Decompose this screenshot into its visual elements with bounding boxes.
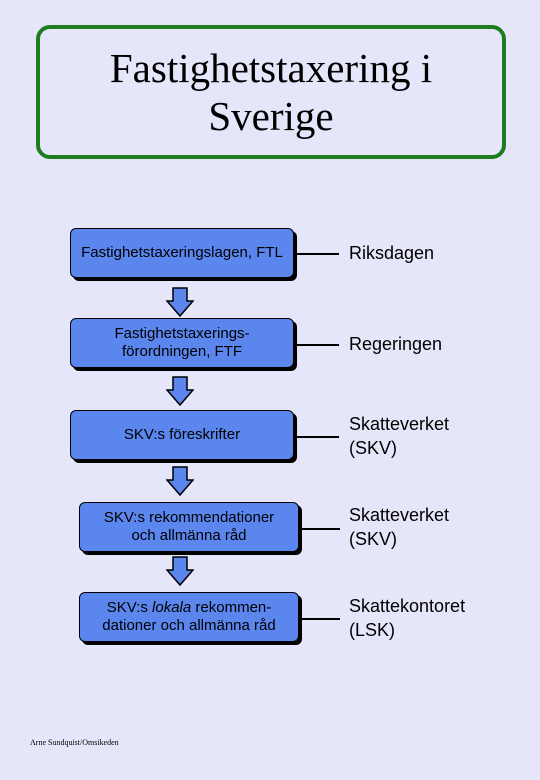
box-rekommendationer-line-1: SKV:s rekommendationer [103,509,275,526]
box-rekommendationer: SKV:s rekommendationer och allmänna råd [79,502,299,552]
authority-skatteverket-1: Skatteverket (SKV) [349,412,449,460]
title-line-1: Fastighetstaxering i [109,45,433,91]
authority-skatteverket-2: Skatteverket (SKV) [349,503,449,551]
down-arrow-icon [166,556,194,586]
authority-skattekontoret-line-2: (LSK) [349,620,396,640]
box-ftf: Fastighetstaxerings- förordningen, FTF [70,318,294,368]
box-lokala-emphasis: lokala [152,599,192,616]
down-arrow-icon [166,376,194,406]
box-ftf-line-2: förordningen, FTF [121,343,243,360]
connector-1 [297,253,339,255]
connector-5 [302,618,340,620]
title-line-2: Sverige [208,93,334,139]
connector-2 [297,344,339,346]
box-lokala-suffix: rekommen- [191,599,272,616]
connector-4 [302,528,340,530]
box-rekommendationer-line-2: och allmänna råd [131,527,247,544]
authority-skatteverket-2-line-2: (SKV) [349,529,398,549]
authority-skattekontoret-line-1: Skattekontoret [349,596,466,616]
title-box: Fastighetstaxering i Sverige [36,25,506,159]
box-foreskrifter: SKV:s föreskrifter [70,410,294,460]
authority-riksdagen: Riksdagen [349,241,434,265]
authority-regeringen: Regeringen [349,332,442,356]
authority-regeringen-line-1: Regeringen [349,334,443,354]
authority-riksdagen-line-1: Riksdagen [349,243,435,263]
authority-skattekontoret: Skattekontoret (LSK) [349,594,465,642]
authority-skatteverket-1-line-2: (SKV) [349,438,398,458]
box-lokala-line-1: SKV:s lokala rekommen- [107,599,272,617]
connector-3 [297,436,339,438]
down-arrow-icon [166,287,194,317]
box-lokala-line-2: dationer och allmänna råd [102,617,276,634]
authority-skatteverket-1-line-1: Skatteverket [349,414,450,434]
box-lokala: SKV:s lokala rekommen- dationer och allm… [79,592,299,642]
box-ftl-line-1: Fastighetstaxeringslagen, FTL [81,244,283,261]
box-lokala-prefix: SKV:s [106,599,153,616]
authority-skatteverket-2-line-1: Skatteverket [349,505,450,525]
box-foreskrifter-line-1: SKV:s föreskrifter [123,426,241,443]
box-ftl: Fastighetstaxeringslagen, FTL [70,228,294,278]
footer-credit: Arne Sundquist/Omsikeden [30,738,119,747]
down-arrow-icon [166,466,194,496]
box-ftf-line-1: Fastighetstaxerings- [114,325,250,342]
